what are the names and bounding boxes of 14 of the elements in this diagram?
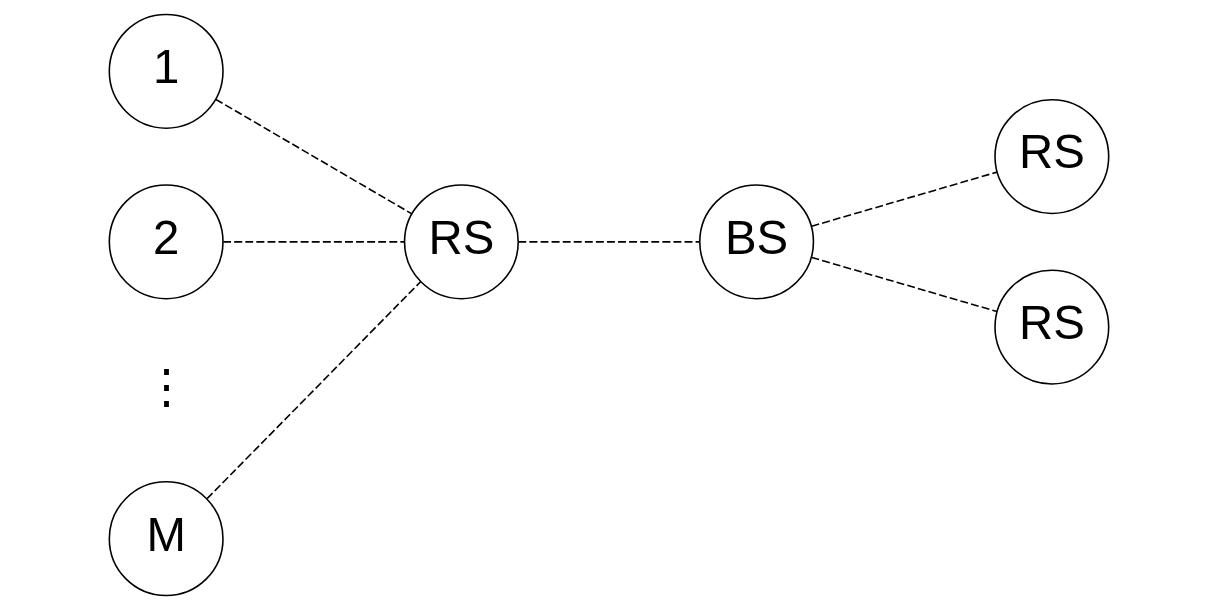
label: ⋮ [142,359,190,413]
node-circle: RS [994,98,1110,215]
connector [222,241,406,243]
node-circle: RS [994,269,1110,385]
node-circle: 2 [108,184,224,300]
connector [206,280,422,500]
node-circle: BS [699,184,815,300]
connector [810,171,998,227]
node-circle: M [108,481,224,597]
connector [215,98,413,215]
connector [810,256,998,313]
node-circle: RS [403,184,519,300]
connector [517,241,701,243]
node-circle: 1 [108,13,224,129]
